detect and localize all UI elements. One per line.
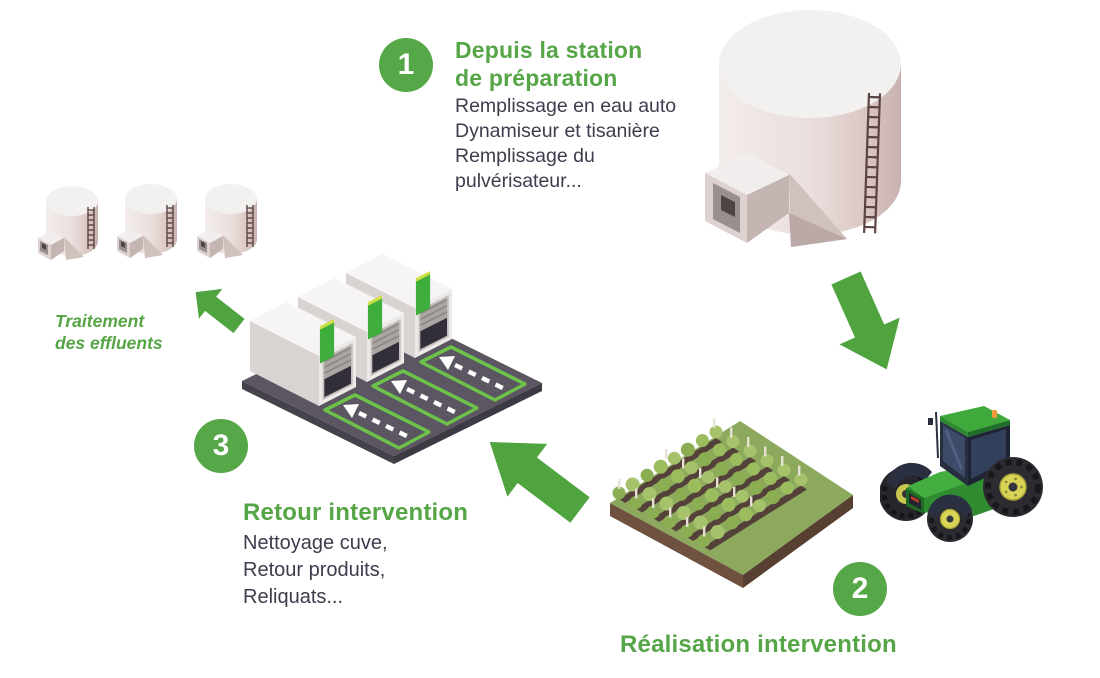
step-1-description-line-3: Remplissage du <box>455 145 595 167</box>
effluents-label-line-1: Traitement <box>55 311 145 331</box>
step-3-description: Nettoyage cuve, Retour produits, Reliqua… <box>243 530 388 611</box>
tractor-illustration <box>880 390 1050 560</box>
preparation-station-tank-illustration <box>693 5 965 255</box>
arrow-field-to-warehouse-icon <box>470 420 600 530</box>
step-1-title-line-2: de préparation <box>455 65 618 91</box>
arrow-station-to-field-icon <box>820 258 930 398</box>
step-3-description-line-1: Nettoyage cuve, <box>243 532 388 554</box>
step-2-title: Réalisation intervention <box>620 630 897 659</box>
step-2-badge: 2 <box>833 562 887 616</box>
step-1-title-line-1: Depuis la station <box>455 37 643 63</box>
step-1-number: 1 <box>397 48 415 81</box>
step-1-description-line-4: pulvérisateur... <box>455 170 582 192</box>
step-2-title-line-1: Réalisation intervention <box>620 631 897 658</box>
arrow-warehouse-to-effluents-icon <box>183 278 255 340</box>
step-1-description-line-2: Dynamiseur et tisanière <box>455 120 660 142</box>
step-1-description: Remplissage en eau auto Dynamiseur et ti… <box>455 94 676 194</box>
step-2-number: 2 <box>851 572 869 605</box>
effluents-label-line-2: des effluents <box>55 333 163 353</box>
step-3-badge: 3 <box>194 419 248 473</box>
step-3-description-line-2: Retour produits, <box>243 559 386 581</box>
step-3-title-line-1: Retour intervention <box>243 499 469 526</box>
step-3-number: 3 <box>212 429 230 462</box>
return-warehouse-illustration <box>240 253 548 471</box>
step-3-description-line-3: Reliquats... <box>243 586 344 608</box>
step-1-badge: 1 <box>379 38 433 92</box>
step-1-description-line-1: Remplissage en eau auto <box>455 95 677 117</box>
step-3-title: Retour intervention <box>243 498 468 527</box>
effluents-label: Traitement des effluents <box>55 310 163 354</box>
vineyard-plot-illustration <box>605 413 860 595</box>
step-1-title: Depuis la station de préparation <box>455 36 642 92</box>
